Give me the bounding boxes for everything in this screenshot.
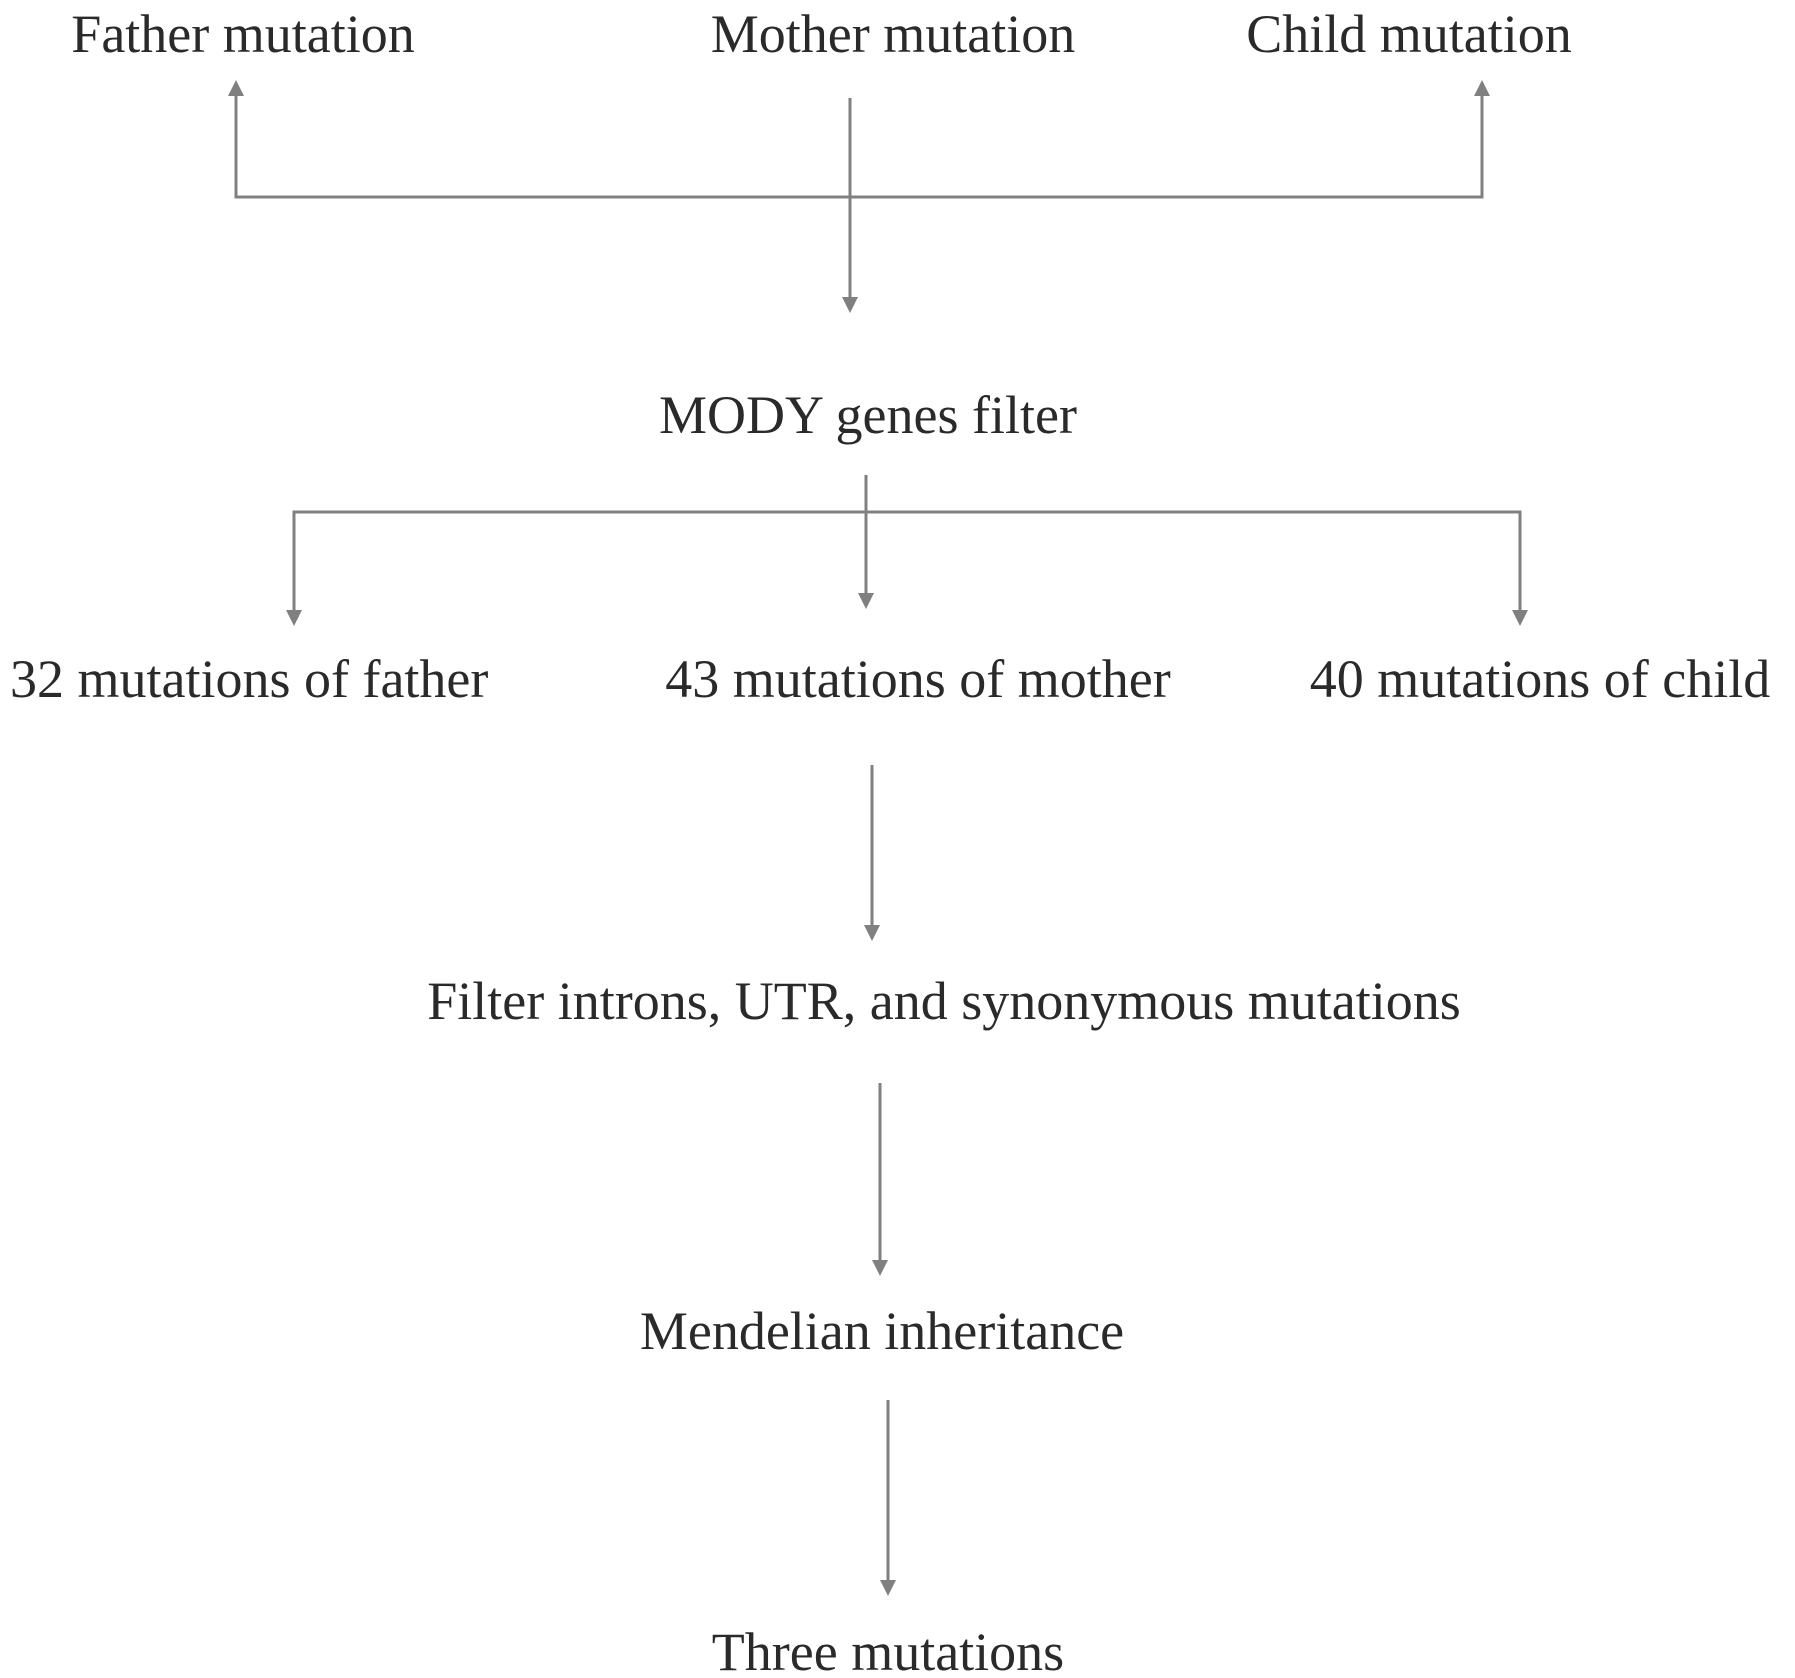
child-mutation-label: Child mutation (1246, 4, 1572, 64)
three-mutations-label: Three mutations (712, 1622, 1064, 1678)
mother-mutation-label: Mother mutation (711, 4, 1075, 64)
filter-introns-label: Filter introns, UTR, and synonymous muta… (427, 971, 1461, 1031)
father-up-arrowhead (228, 80, 244, 96)
child-up-arrowhead (1474, 80, 1490, 96)
parents-child-connector (234, 92, 1484, 199)
intron-filter-to-mendelian-arrowhead (872, 1260, 888, 1276)
filter-to-mother-count-arrowhead (858, 593, 874, 609)
child-count-label: 40 mutations of child (1310, 649, 1770, 709)
filter-branch-connector (292, 510, 1522, 612)
father-count-label: 32 mutations of father (10, 649, 488, 709)
mendelian-to-result-arrowhead (880, 1580, 896, 1596)
mother-to-filter-arrowhead (842, 297, 858, 313)
mody-genes-filter-label: MODY genes filter (659, 385, 1077, 445)
counts-to-intron-filter-arrowhead (864, 925, 880, 941)
filter-to-father-count-arrowhead (286, 610, 302, 626)
filter-to-child-count-arrowhead (1512, 610, 1528, 626)
father-mutation-label: Father mutation (71, 4, 414, 64)
mendelian-inheritance-label: Mendelian inheritance (640, 1301, 1124, 1361)
mother-count-label: 43 mutations of mother (665, 649, 1170, 709)
